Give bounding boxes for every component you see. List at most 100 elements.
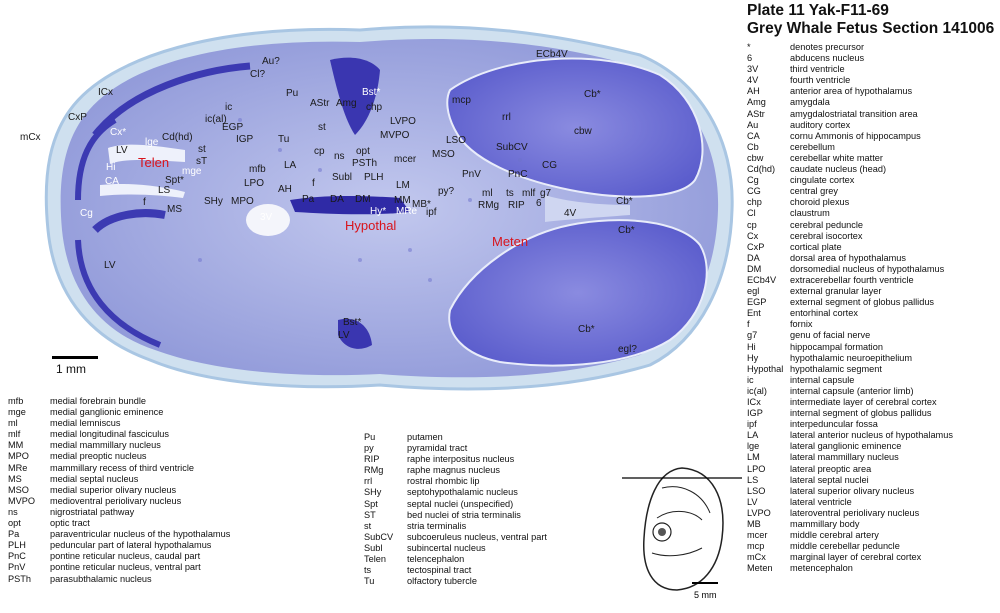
legend-abbreviation: opt xyxy=(8,518,21,529)
legend-definition: lateral ventricle xyxy=(790,496,852,507)
legend-abbreviation: * xyxy=(747,42,751,52)
legend-definition: stria terminalis xyxy=(407,520,467,531)
label-mb: MB* xyxy=(412,199,431,210)
label-cx: Cx* xyxy=(110,127,126,138)
legend-abbreviation: EGP xyxy=(747,297,767,308)
legend-abbreviation: egl xyxy=(747,286,760,297)
region-hypothal: Hypothal xyxy=(345,218,396,233)
legend-definition: external segment of globus pallidus xyxy=(790,297,935,308)
legend-abbreviation: mlf xyxy=(8,429,21,440)
inset-scale-label: 5 mm xyxy=(694,590,717,600)
label-mre: MRe xyxy=(396,206,418,217)
label-ipf: ipf xyxy=(426,207,437,218)
label-cb2: Cb* xyxy=(616,196,633,207)
legend-abbreviation: ts xyxy=(364,565,372,576)
legend-definition: central grey xyxy=(790,186,839,197)
legend-abbreviation: Amg xyxy=(747,97,766,108)
legend-abbreviation: SubCV xyxy=(364,531,394,542)
label-lv3: LV xyxy=(338,330,350,341)
legend-abbreviation: Cl xyxy=(747,208,756,219)
label-lvpo: LVPO xyxy=(390,116,416,127)
legend-definition: external granular layer xyxy=(790,286,882,297)
legend-abbreviation: Hi xyxy=(747,341,756,352)
label-py: py? xyxy=(438,186,455,197)
legend-abbreviation: Ent xyxy=(747,308,761,319)
label-pu: Pu xyxy=(286,88,298,99)
label-bst: Bst* xyxy=(362,87,380,98)
region-meten: Meten xyxy=(492,234,528,249)
legend-definition: mammillary recess of third ventricle xyxy=(50,462,194,473)
label-lv: LV xyxy=(116,145,128,156)
legend-abbreviation: ns xyxy=(8,506,18,517)
label-rip: RIP xyxy=(508,200,525,211)
legend-abbreviation: Cx xyxy=(747,230,759,241)
legend-abbreviation: Cb xyxy=(747,141,759,152)
legend-abbreviation: ipf xyxy=(747,419,757,430)
legend-definition: raphe interpositus nucleus xyxy=(407,454,515,465)
legend-abbreviation: mCx xyxy=(747,552,766,563)
label-rrl: rrl xyxy=(502,112,511,123)
legend-definition: medial lemniscus xyxy=(50,418,121,429)
label-cb4: Cb* xyxy=(578,324,595,335)
label-bst2: Bst* xyxy=(343,317,361,328)
legend-definition: medial septal nucleus xyxy=(50,473,139,484)
label-egp: EGP xyxy=(222,122,243,133)
legend-abbreviation: LA xyxy=(747,430,759,441)
legend-definition: pyramidal tract xyxy=(407,443,468,454)
region-telen: Telen xyxy=(138,155,169,170)
label-au: Au? xyxy=(262,56,280,67)
legend-abbreviation: RIP xyxy=(364,454,380,465)
legend-definition: entorhinal cortex xyxy=(790,308,858,319)
legend-definition: genu of facial nerve xyxy=(790,330,871,341)
legend-abbreviation: Cd(hd) xyxy=(747,164,776,175)
legend-definition: middle cerebellar peduncle xyxy=(790,541,900,552)
label-mlf: mlf xyxy=(522,188,536,199)
legend-definition: cingulate cortex xyxy=(790,175,855,186)
legend-abbreviation: SHy xyxy=(364,487,382,498)
label-lv2: LV xyxy=(104,260,116,271)
legend-definition: raphe magnus nucleus xyxy=(407,465,500,476)
legend-abbreviation: LVPO xyxy=(747,507,771,518)
legend-definition: paraventricular nucleus of the hypothala… xyxy=(50,529,231,540)
cerebellum-upper xyxy=(446,57,704,198)
legend-abbreviation: PnC xyxy=(8,551,26,562)
legend-abbreviation: AStr xyxy=(747,108,765,119)
legend-abbreviation: LSO xyxy=(747,485,766,496)
label-3v: 3V xyxy=(260,212,273,223)
legend-definition: peduncular part of lateral hypothalamus xyxy=(50,540,212,551)
legend-abbreviation: chp xyxy=(747,197,762,208)
legend-abbreviation: mcp xyxy=(747,541,765,552)
legend-definition: nigrostriatal pathway xyxy=(50,506,135,517)
legend-definition: marginal layer of cerebral cortex xyxy=(790,552,922,563)
legend-definition: hypothalamic segment xyxy=(790,363,882,374)
legend-definition: fourth ventricle xyxy=(790,75,851,86)
label-astr: AStr xyxy=(310,98,330,109)
legend-definition: pontine reticular nucleus, ventral part xyxy=(50,562,201,573)
legend-definition: pontine reticular nucleus, caudal part xyxy=(50,551,201,562)
legend-abbreviation: PSTh xyxy=(8,573,31,584)
legend-definition: middle cerebral artery xyxy=(790,530,879,541)
legend-abbreviation: Hy xyxy=(747,352,759,363)
legend-abbreviation: ic(al) xyxy=(747,385,767,396)
